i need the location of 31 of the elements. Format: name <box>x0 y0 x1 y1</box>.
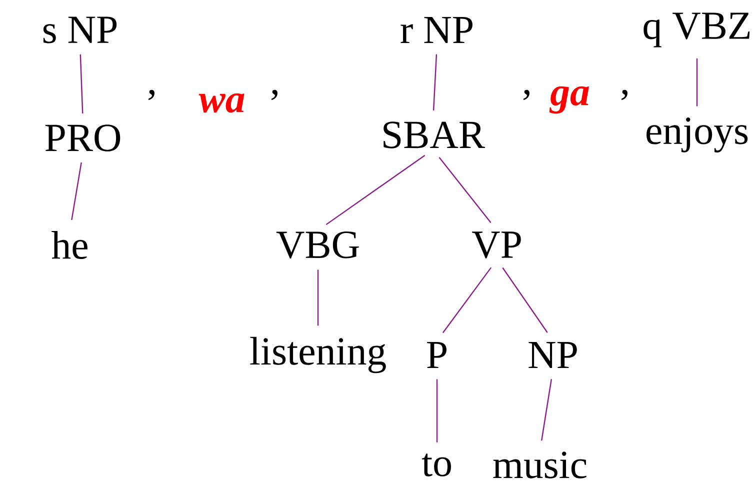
tree-label: enjoys <box>646 118 748 152</box>
tree-label: SBAR <box>384 122 485 148</box>
branch-line <box>71 162 82 220</box>
branch-line <box>696 58 698 106</box>
tree-label: r NP <box>400 16 472 44</box>
tree-label: s NP <box>43 16 117 44</box>
tree-label: VBG <box>276 232 359 258</box>
branch-line <box>438 157 492 223</box>
tree-label: VP <box>472 232 521 258</box>
particle-label: wa <box>198 93 244 113</box>
tree-label: music <box>493 452 586 478</box>
branch-line <box>80 54 84 114</box>
tree-label: listening <box>250 336 386 374</box>
branch-line <box>502 267 548 333</box>
branch-line <box>442 267 492 334</box>
tree-label: P <box>427 342 446 368</box>
branch-line <box>432 54 438 110</box>
comma: , <box>524 90 530 100</box>
comma: , <box>622 90 628 100</box>
tree-label: NP <box>528 342 577 368</box>
particle-label: ga <box>549 86 589 114</box>
tree-label: to <box>422 454 451 476</box>
tree-label: he <box>52 230 88 260</box>
branch-line <box>541 379 552 441</box>
comma: , <box>148 90 154 100</box>
comma: , <box>272 90 278 100</box>
branch-line <box>436 379 438 442</box>
branch-line <box>326 154 426 226</box>
tree-label: q VBZ <box>644 12 750 48</box>
tree-label: PRO <box>45 124 120 152</box>
branch-line <box>317 270 319 326</box>
